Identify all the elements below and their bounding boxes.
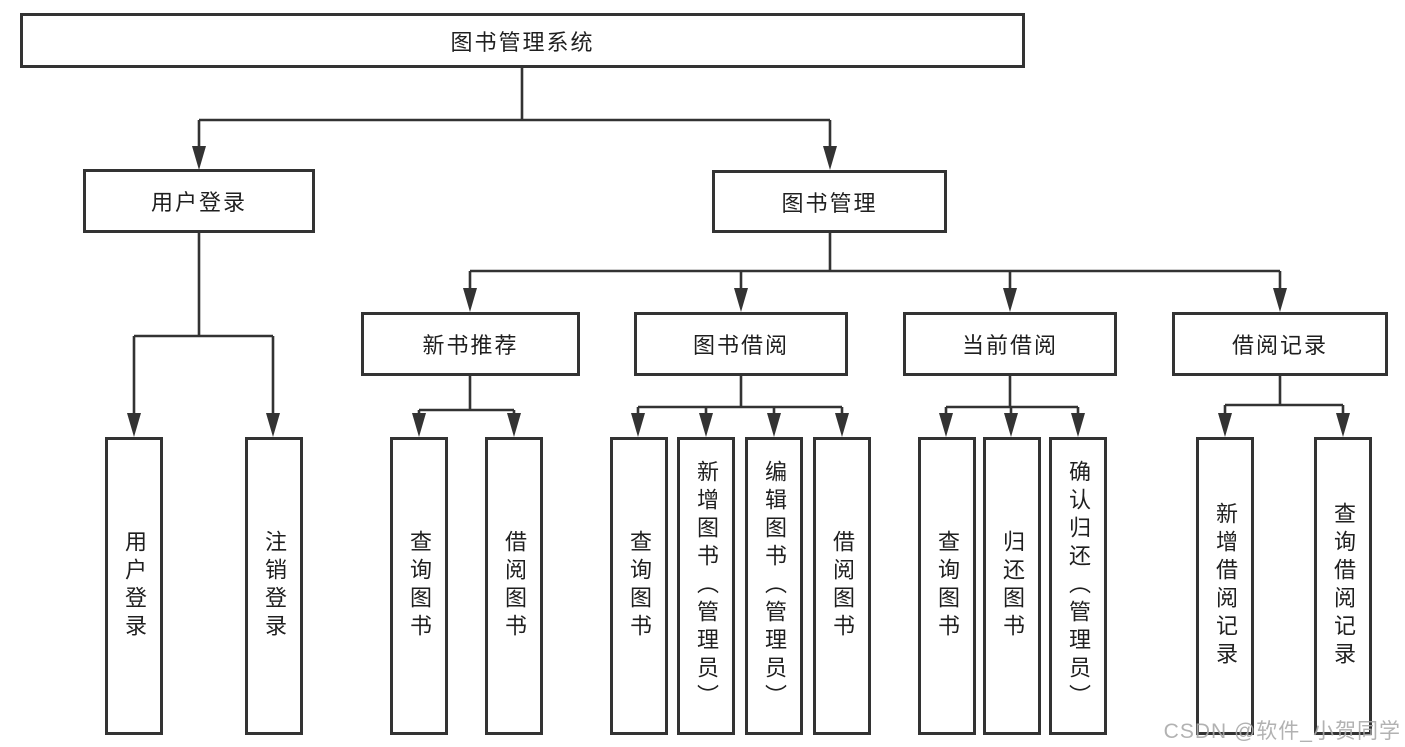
node-label: 用户登录 xyxy=(122,530,147,642)
arrow-down-icon xyxy=(463,288,477,312)
arrow-down-icon xyxy=(412,413,426,437)
node-label: 图书管理系统 xyxy=(450,29,595,55)
node-label: 新增图书（管理员） xyxy=(694,460,719,712)
node-new-book-recommend: 新书推荐 xyxy=(361,312,580,376)
arrow-down-icon xyxy=(192,146,206,170)
arrow-down-icon xyxy=(939,413,953,437)
node-label: 查询借阅记录 xyxy=(1331,502,1356,670)
arrow-down-icon xyxy=(823,146,837,170)
arrow-down-icon xyxy=(1071,413,1085,437)
leaf-add-book-admin: 新增图书（管理员） xyxy=(677,437,735,735)
node-current-borrow: 当前借阅 xyxy=(903,312,1117,376)
node-label: 新书推荐 xyxy=(422,333,519,358)
node-label: 借阅图书 xyxy=(502,530,527,642)
leaf-query-books-3: 查询图书 xyxy=(918,437,976,735)
leaf-query-books-1: 查询图书 xyxy=(390,437,448,735)
leaf-query-books-2: 查询图书 xyxy=(610,437,668,735)
node-label: 归还图书 xyxy=(1000,530,1025,642)
leaf-user-login: 用户登录 xyxy=(105,437,163,735)
node-root-system: 图书管理系统 xyxy=(20,13,1025,68)
leaf-edit-book-admin: 编辑图书（管理员） xyxy=(745,437,803,735)
node-label: 新增借阅记录 xyxy=(1213,502,1238,670)
leaf-return-books: 归还图书 xyxy=(983,437,1041,735)
arrow-down-icon xyxy=(699,413,713,437)
leaf-logout: 注销登录 xyxy=(245,437,303,735)
arrow-down-icon xyxy=(734,288,748,312)
node-label: 查询图书 xyxy=(935,530,960,642)
arrow-down-icon xyxy=(507,413,521,437)
arrow-down-icon xyxy=(1004,413,1018,437)
leaf-query-borrow-record: 查询借阅记录 xyxy=(1314,437,1372,735)
arrow-down-icon xyxy=(266,413,280,437)
arrow-down-icon xyxy=(1273,288,1287,312)
leaf-confirm-return-admin: 确认归还（管理员） xyxy=(1049,437,1107,735)
node-label: 借阅记录 xyxy=(1231,333,1328,358)
watermark: CSDN @软件_小贺同学 xyxy=(1163,720,1401,743)
node-label: 当前借阅 xyxy=(961,333,1058,358)
arrow-down-icon xyxy=(1003,288,1017,312)
arrow-down-icon xyxy=(835,413,849,437)
leaf-borrow-books-1: 借阅图书 xyxy=(485,437,543,735)
arrow-down-icon xyxy=(1336,413,1350,437)
node-book-management: 图书管理 xyxy=(712,170,947,233)
node-label: 确认归还（管理员） xyxy=(1066,460,1091,712)
node-user-login: 用户登录 xyxy=(83,169,315,233)
node-label: 编辑图书（管理员） xyxy=(762,460,787,712)
node-label: 图书管理 xyxy=(781,190,878,216)
leaf-borrow-books-2: 借阅图书 xyxy=(813,437,871,735)
node-label: 图书借阅 xyxy=(692,333,789,358)
node-label: 查询图书 xyxy=(627,530,652,642)
leaf-add-borrow-record: 新增借阅记录 xyxy=(1196,437,1254,735)
node-label: 借阅图书 xyxy=(830,530,855,642)
arrow-down-icon xyxy=(1218,413,1232,437)
node-label: 查询图书 xyxy=(407,530,432,642)
arrow-down-icon xyxy=(767,413,781,437)
node-label: 用户登录 xyxy=(150,190,247,215)
node-book-borrow: 图书借阅 xyxy=(634,312,848,376)
arrow-down-icon xyxy=(127,413,141,437)
node-label: 注销登录 xyxy=(262,530,287,642)
node-borrow-records: 借阅记录 xyxy=(1172,312,1388,376)
arrow-down-icon xyxy=(631,413,645,437)
